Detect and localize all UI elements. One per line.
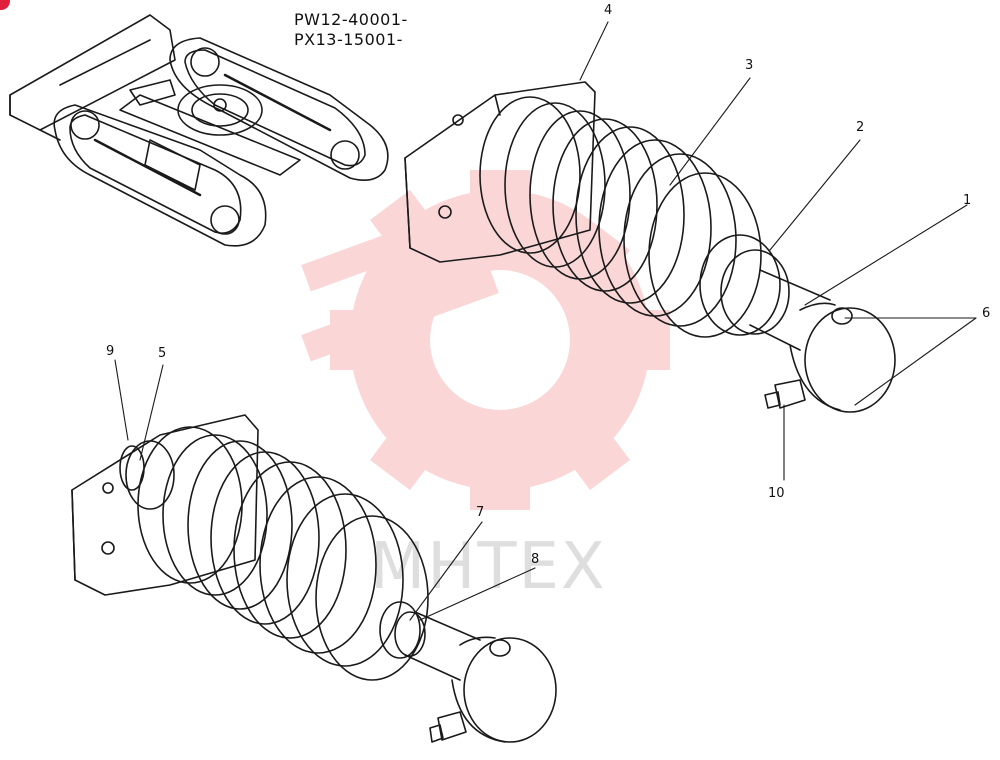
callout-8: 8	[531, 552, 540, 567]
callout-9: 9	[106, 344, 115, 359]
corner-badge	[0, 0, 10, 10]
callout-2: 2	[856, 120, 865, 135]
serial-range-1: PW12-40001-	[294, 10, 408, 29]
leader-lines	[114, 21, 977, 621]
undercarriage-overview	[9, 14, 389, 247]
callout-7: 7	[476, 505, 485, 520]
callout-10: 10	[768, 486, 785, 501]
watermark-text: MHTEX	[370, 530, 607, 604]
idler-assembly-upper	[404, 81, 896, 413]
callout-4: 4	[604, 3, 613, 18]
idler-assembly-lower	[71, 414, 557, 743]
serial-range-2: PX13-15001-	[294, 30, 403, 49]
callout-1: 1	[963, 193, 972, 208]
callout-3: 3	[745, 58, 754, 73]
callout-5: 5	[158, 346, 167, 361]
callout-6: 6	[982, 306, 991, 321]
